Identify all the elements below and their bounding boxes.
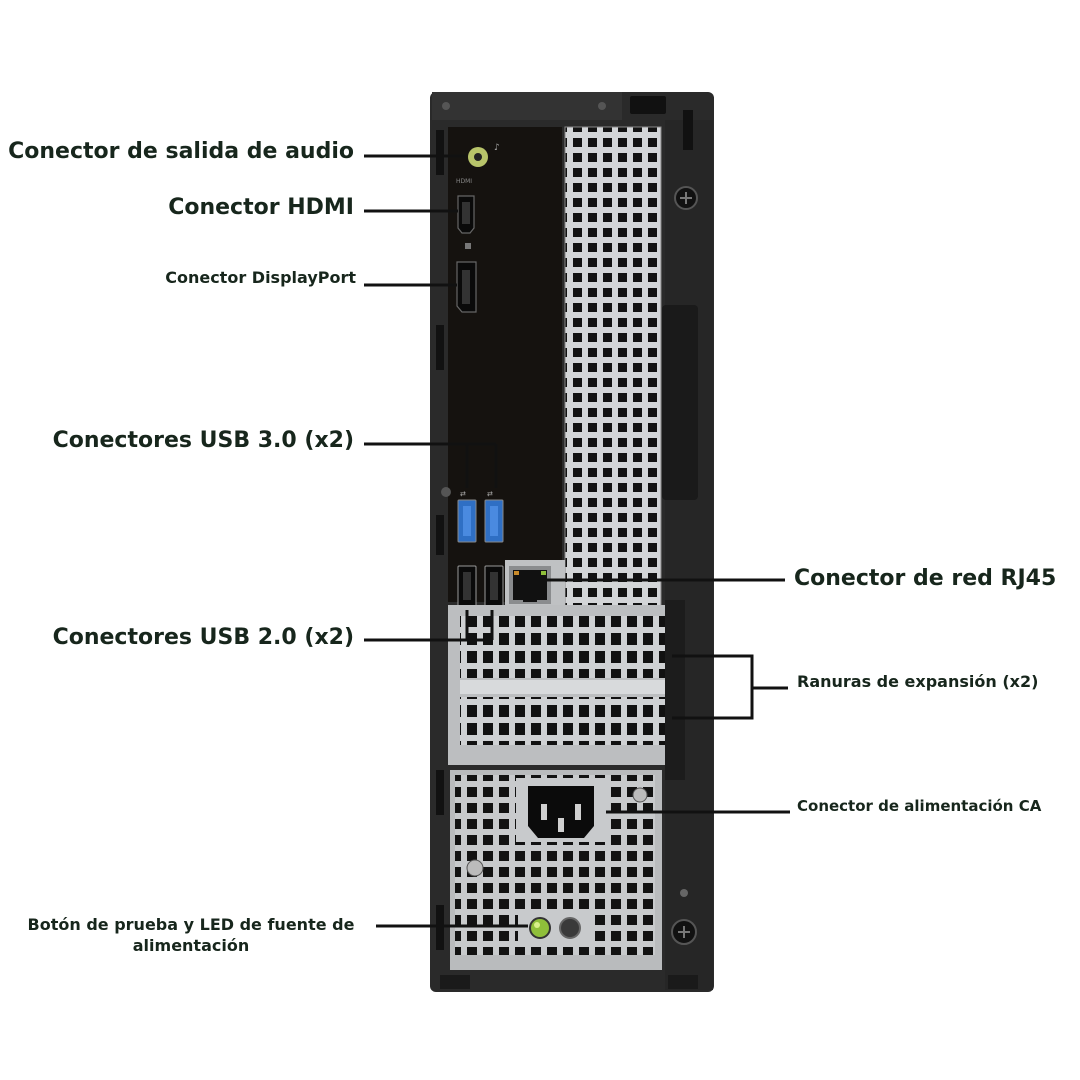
callout-lines [364, 154, 790, 928]
label-usb2: Conectores USB 2.0 (x2) [52, 625, 354, 650]
label-expansion-slots: Ranuras de expansión (x2) [797, 672, 1039, 691]
chassis-handle-cutout [630, 96, 666, 114]
label-displayport: Conector DisplayPort [165, 268, 356, 287]
usb3-port-icon: ⇄ ⇄ [457, 490, 504, 543]
chassis-right-rail [665, 120, 713, 990]
displayport-port-icon [456, 243, 477, 313]
label-usb3: Conectores USB 3.0 (x2) [52, 428, 354, 453]
label-audio-out: Conector de salida de audio [8, 139, 354, 164]
svg-text:⇄: ⇄ [487, 490, 493, 498]
usb2-port-icon [457, 565, 504, 607]
psu-led-icon [529, 917, 551, 939]
svg-text:⇄: ⇄ [460, 490, 466, 498]
hdmi-marking: HDMI [456, 178, 472, 185]
upper-vent-grill [565, 127, 661, 607]
chassis-top-edge [432, 92, 622, 120]
label-rj45: Conector de red RJ45 [794, 566, 1057, 591]
expansion-slot-2 [460, 697, 665, 745]
label-hdmi: Conector HDMI [168, 195, 354, 220]
label-ac-power: Conector de alimentación CA [797, 797, 1042, 815]
rj45-port-icon [509, 566, 551, 604]
callout-line-usb3 [364, 442, 498, 488]
svg-text:♪: ♪ [494, 143, 500, 153]
side-latch [662, 305, 698, 500]
label-psu-test: Botón de prueba y LED de fuente de alime… [27, 915, 355, 955]
ac-inlet-icon [516, 778, 606, 842]
callout-line-expansion [672, 654, 788, 720]
expansion-slot-1 [460, 616, 665, 678]
hdmi-port-icon: HDMI [456, 178, 475, 234]
screw-icon [441, 102, 698, 945]
audio-jack-icon: ♪ [468, 143, 500, 167]
psu-test-button-icon [559, 917, 581, 939]
callout-line-usb2 [364, 610, 494, 642]
